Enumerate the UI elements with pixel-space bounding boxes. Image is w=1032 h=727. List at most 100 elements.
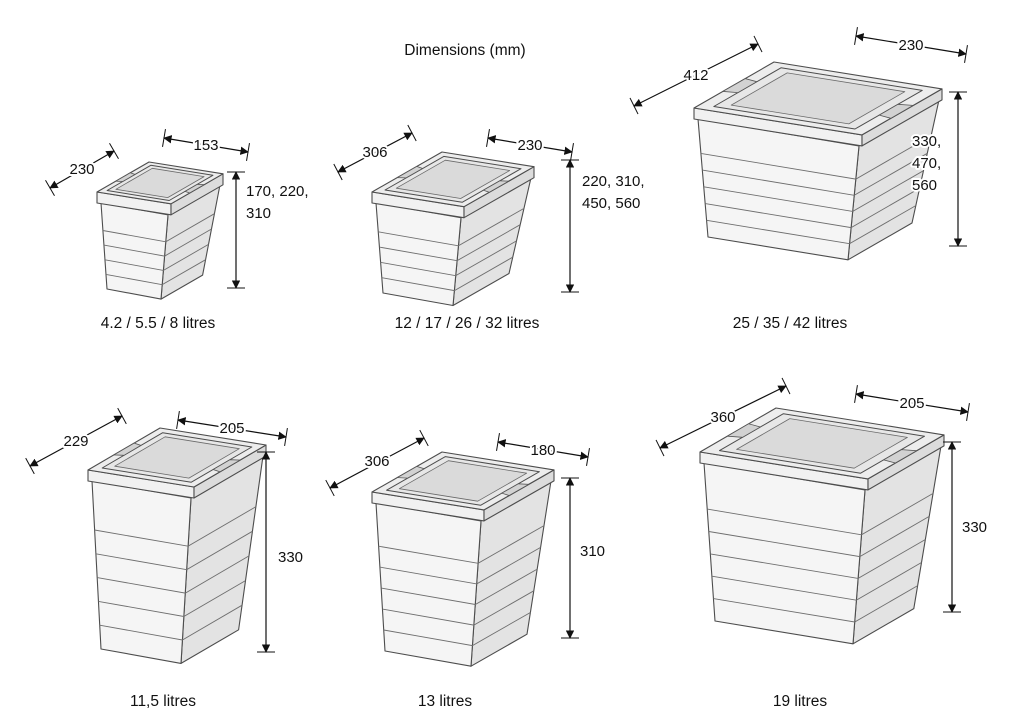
rib — [103, 228, 212, 257]
rib — [380, 240, 517, 277]
dimline — [163, 135, 249, 155]
tick — [486, 129, 490, 147]
rib — [383, 612, 531, 647]
tick — [781, 377, 791, 395]
bin-2-depth-dimension: 306 — [362, 144, 387, 161]
bin-2-height-dimension: 450, 560 — [582, 195, 640, 212]
f-open2 — [730, 72, 906, 125]
handle-right — [882, 449, 918, 464]
dimline — [337, 132, 413, 173]
tick — [176, 411, 180, 429]
bin-1-caption: 4.2 / 5.5 / 8 litres — [101, 315, 216, 332]
dim — [176, 411, 288, 446]
dim — [949, 91, 967, 247]
tick — [966, 403, 970, 421]
tick — [629, 97, 639, 115]
tick — [570, 143, 574, 161]
rib — [702, 152, 928, 196]
dim — [629, 35, 763, 115]
tick — [586, 448, 590, 466]
rib — [94, 506, 257, 547]
dim — [854, 27, 968, 63]
bin-1-depth-dimension: 230 — [69, 161, 94, 178]
bin-3-height-dimension: 470, — [912, 155, 941, 172]
rib — [98, 580, 246, 617]
dimline — [855, 391, 969, 415]
dim — [25, 407, 127, 475]
rib — [379, 224, 521, 262]
f-open2 — [114, 436, 240, 479]
dim — [561, 159, 579, 293]
rib — [97, 555, 250, 594]
dimline — [497, 439, 589, 460]
rib — [710, 539, 926, 579]
bin-6-width-dimension: 205 — [899, 395, 924, 412]
rib — [707, 493, 934, 536]
handle-right — [500, 483, 531, 496]
bin-drawing-4 — [87, 427, 267, 664]
rib — [711, 562, 922, 601]
rib — [706, 205, 917, 245]
bin-3-depth-dimension: 412 — [683, 67, 708, 84]
f-open2 — [115, 167, 205, 199]
rib — [102, 213, 215, 243]
rib — [378, 208, 525, 247]
tick — [284, 428, 288, 446]
dimline — [487, 135, 573, 155]
rib — [381, 568, 538, 605]
bin-4-caption: 11,5 litres — [130, 693, 196, 710]
bin-5-caption: 13 litres — [418, 693, 473, 710]
handle-right — [212, 459, 242, 473]
bin-6-caption: 19 litres — [773, 693, 828, 710]
tick — [162, 129, 166, 147]
tick — [964, 45, 968, 63]
handle-right — [184, 183, 206, 194]
dim — [943, 441, 961, 613]
diagram-title: Dimensions (mm) — [404, 42, 525, 59]
bin-4-depth-dimension: 229 — [63, 433, 88, 450]
bin-1-height-dimension: 170, 220, — [246, 183, 309, 200]
dim — [486, 129, 574, 161]
bin-drawing-5 — [371, 451, 555, 667]
tick — [407, 124, 417, 142]
dimline — [633, 43, 759, 107]
dimension-arrows — [25, 27, 970, 653]
tick — [109, 142, 119, 160]
tick — [246, 143, 250, 161]
handle-left — [114, 172, 136, 182]
dimline — [49, 150, 115, 189]
dimline — [855, 33, 967, 57]
dimline — [329, 437, 425, 489]
f-open2 — [398, 460, 528, 502]
dim — [854, 385, 970, 421]
rib — [382, 590, 535, 626]
dimline — [29, 415, 123, 467]
tick — [854, 385, 858, 403]
dim — [45, 142, 119, 197]
dim — [496, 433, 590, 466]
bin-5-depth-dimension: 306 — [364, 453, 389, 470]
dimline — [659, 385, 787, 449]
bin-3-width-dimension: 230 — [898, 37, 923, 54]
bin-2-width-dimension: 230 — [517, 137, 542, 154]
bin-2-height-dimension: 220, 310, — [582, 173, 645, 190]
tick — [25, 457, 35, 475]
bin-6-height-dimension: 330 — [962, 519, 987, 536]
rib — [705, 187, 920, 229]
rib — [105, 259, 206, 286]
tick — [419, 429, 429, 447]
bin-6-depth-dimension: 360 — [710, 409, 735, 426]
dim — [655, 377, 791, 457]
f-open2 — [395, 159, 511, 199]
tick — [45, 179, 55, 197]
dim — [561, 477, 579, 639]
bin-2-caption: 12 / 17 / 26 / 32 litres — [395, 315, 540, 332]
f-front — [375, 502, 482, 667]
dim — [257, 451, 275, 653]
rib — [703, 170, 924, 212]
tick — [854, 27, 858, 45]
rib — [700, 135, 932, 180]
bin-drawing-6 — [699, 407, 945, 645]
